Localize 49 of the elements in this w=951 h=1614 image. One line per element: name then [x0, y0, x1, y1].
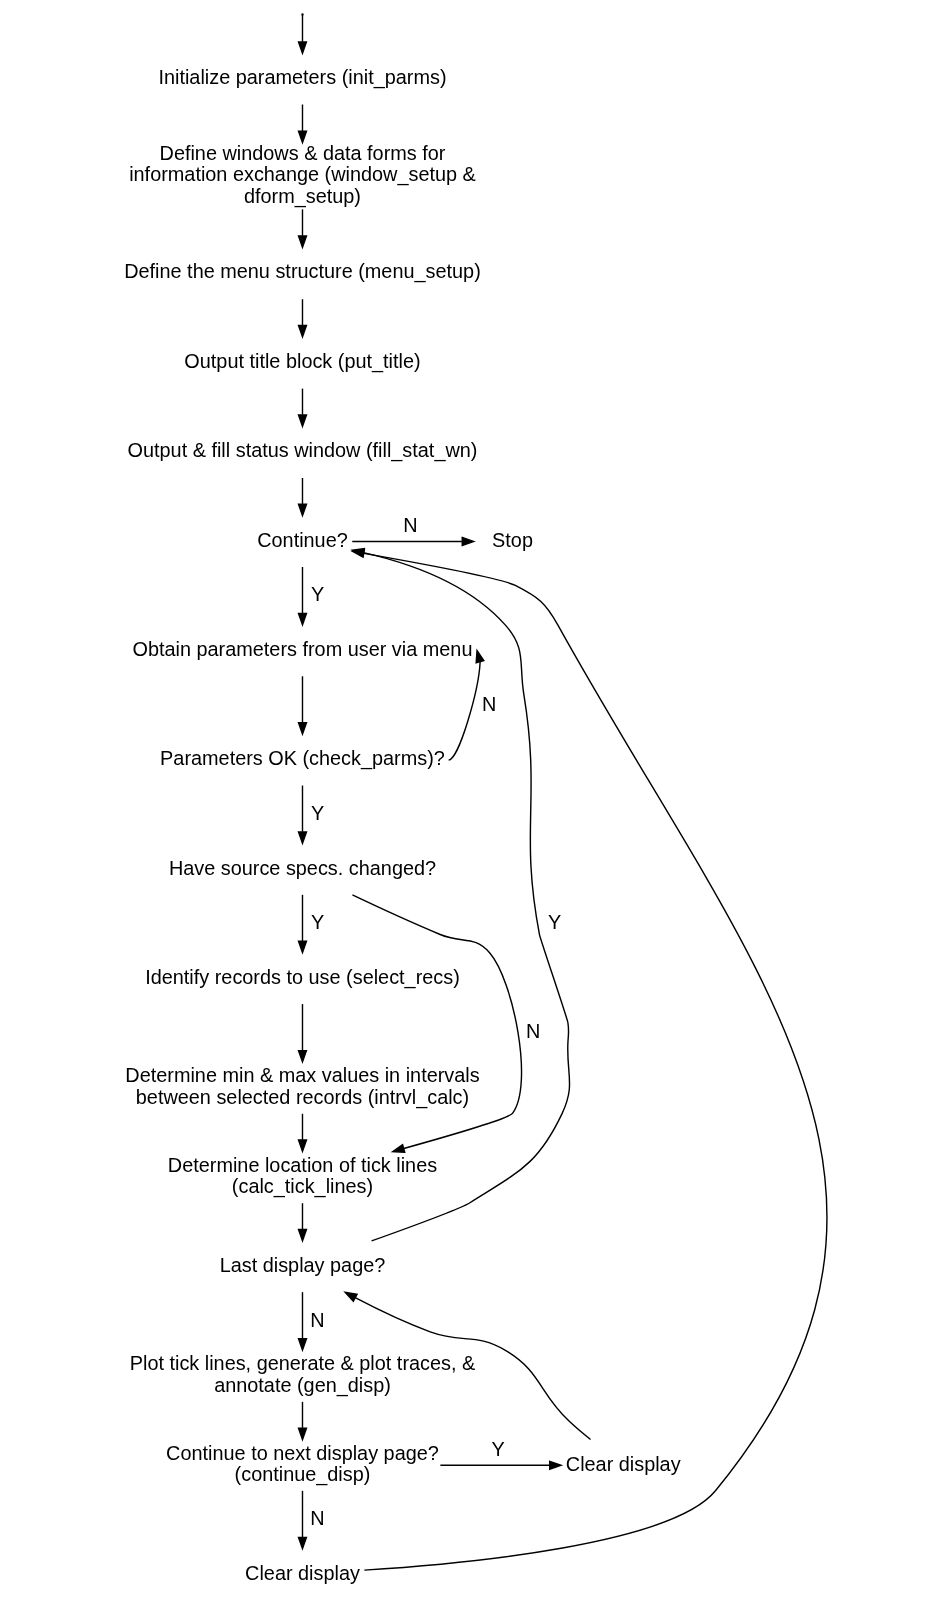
node-text: Parameters OK (check_parms)? — [160, 747, 445, 770]
arrow — [351, 894, 523, 1154]
edge-label: Y — [311, 911, 324, 934]
arrow — [297, 1490, 308, 1551]
node-text: Stop — [492, 528, 533, 551]
arrow — [297, 784, 308, 846]
node-text: Continue to next display page? (continue_disp) — [166, 1441, 439, 1486]
arrow — [297, 675, 308, 737]
edge-label: Y — [311, 801, 324, 824]
arrow — [297, 566, 308, 627]
node-text: Clear display — [245, 1561, 360, 1584]
edge-label: Y — [311, 583, 324, 606]
edge-label: Y — [491, 1437, 505, 1460]
node-text: Determine location of tick lines (calc_tick_lines) — [167, 1153, 438, 1198]
arrow — [297, 387, 308, 429]
node-text: Have source specs. changed? — [168, 856, 437, 879]
node-text: Initialize parameters (init_parms) — [158, 66, 447, 89]
node-text: Output title block (put_title) — [184, 349, 421, 372]
arrow — [297, 1113, 308, 1154]
arrow — [297, 1202, 308, 1243]
arrow — [447, 648, 485, 761]
node-text: Last display page? — [219, 1253, 386, 1276]
edge-label: N — [310, 1308, 325, 1331]
arrow — [297, 208, 308, 250]
edge-label: N — [482, 692, 497, 715]
node-text: Determine min & max values in intervals between selected records (intrvl_calc) — [125, 1064, 480, 1108]
edge-label: N — [310, 1507, 325, 1530]
node-text: Continue? — [257, 528, 348, 551]
arrow — [297, 1401, 308, 1442]
node-text: Plot tick lines, generate & plot traces, & annotate (gen_disp) — [129, 1352, 476, 1396]
arrow — [297, 14, 308, 56]
node-text: Identify records to use (select_recs) — [145, 965, 460, 988]
node-text: Clear display — [565, 1452, 681, 1475]
arrow — [297, 1291, 308, 1353]
arrow — [351, 536, 476, 547]
node-text: Output & fill status window (fill_stat_wn) — [127, 439, 478, 462]
edge-label: N — [526, 1020, 541, 1043]
arrow — [439, 1460, 564, 1471]
arrow — [297, 298, 308, 339]
node-text: Obtain parameters from user via menu — [132, 637, 473, 660]
arrow — [343, 1291, 592, 1441]
edge-label: Y — [548, 911, 561, 934]
edge-label: N — [403, 513, 418, 536]
arrow — [297, 103, 308, 145]
node-text: Define the menu structure (menu_setup) — [124, 260, 481, 283]
arrow — [297, 894, 308, 955]
arrow — [297, 1003, 308, 1065]
arrow — [297, 477, 308, 518]
node-text: Define windows & data forms for information exchange (window_setup & dform_setup) — [129, 141, 476, 207]
